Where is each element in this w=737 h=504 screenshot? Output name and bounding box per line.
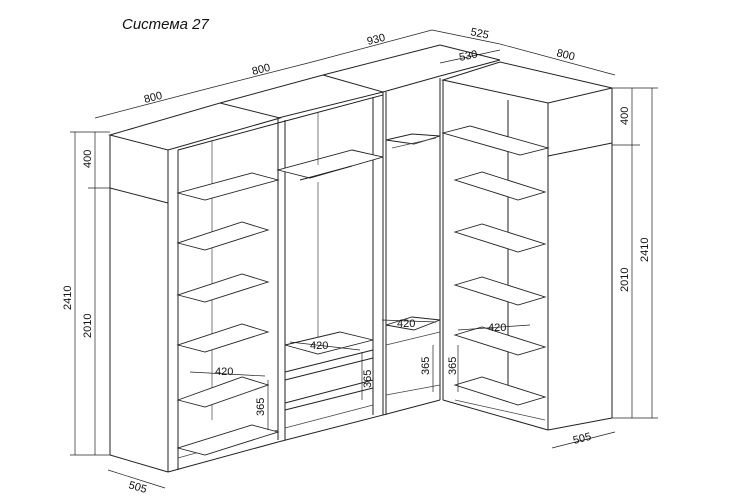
middle-cabinet [219, 74, 384, 443]
dim-left-2010: 2010 [82, 314, 94, 338]
dim-height-365-d: 365 [447, 357, 459, 375]
dim-right-2410: 2410 [639, 238, 651, 262]
dim-shelf-420-d: 420 [488, 322, 506, 334]
dim-height-365-a: 365 [255, 398, 267, 416]
dim-bottom-left-505: 505 [127, 479, 148, 496]
corner-cabinet [322, 44, 501, 416]
dim-top-right-800: 800 [555, 47, 576, 63]
dim-top-525: 525 [469, 26, 489, 42]
dimension-lines [70, 29, 658, 489]
right-cabinet [441, 61, 613, 431]
dim-top-left-800: 800 [143, 90, 164, 106]
left-cabinet [108, 102, 282, 473]
dim-right-2010: 2010 [619, 268, 631, 292]
dim-right-400: 400 [619, 107, 631, 125]
diagram-title: Система 27 [122, 16, 209, 33]
dim-shelf-420-c: 420 [397, 318, 415, 330]
dim-top-mid-800: 800 [251, 62, 272, 78]
dim-left-400: 400 [82, 150, 94, 168]
dim-left-2410: 2410 [62, 286, 74, 310]
dim-height-365-c: 365 [420, 357, 432, 375]
dim-bottom-right-505: 505 [572, 431, 593, 447]
dim-height-365-b: 365 [362, 370, 374, 388]
dim-top-530: 530 [458, 48, 478, 64]
dimension-labels: 800 800 930 525 530 800 400 2010 2410 50… [62, 26, 651, 496]
dim-shelf-420-b: 420 [310, 340, 328, 352]
dim-shelf-420-a: 420 [215, 366, 233, 378]
dim-top-930: 930 [366, 32, 387, 48]
